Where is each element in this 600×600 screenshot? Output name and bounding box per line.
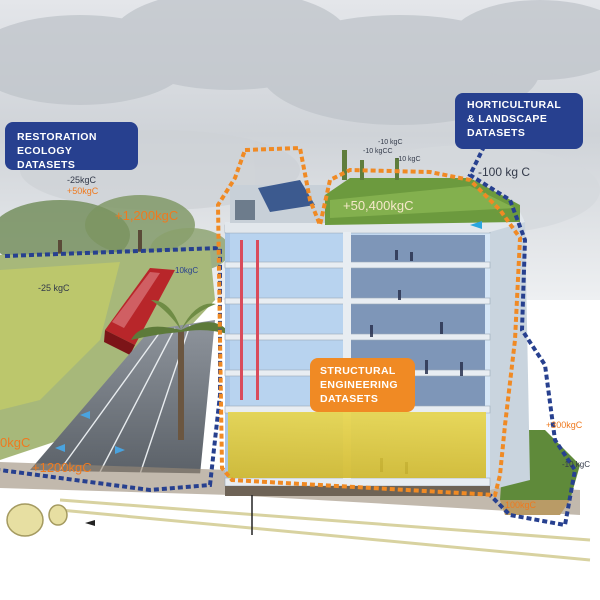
label-right-pos300: +300kgC [546, 420, 583, 430]
road [30, 320, 215, 475]
label-left-0kgc: 0kgC [0, 435, 31, 450]
restoration-ecology-callout: RESTORATION ECOLOGY DATASETS [5, 122, 138, 171]
restoration-callout-line2: ECOLOGY DATASETS [17, 145, 76, 171]
label-right-neg10: -10 kgC [562, 460, 591, 469]
horticultural-landscape-callout: HORTICULTURAL & LANDSCAPE DATASETS [455, 93, 583, 149]
label-roof-pos50400: +50,400kgC [343, 198, 414, 213]
horticultural-callout-line3: DATASETS [467, 127, 526, 139]
solar-panels [258, 180, 315, 212]
building-side-facade [485, 220, 530, 490]
building [224, 150, 530, 496]
label-roof-neg100: -100 kg C [478, 165, 531, 179]
roof-water-arrow [470, 221, 482, 229]
structural-zone-outline [215, 145, 523, 498]
label-roof-small-2: -10 kgCC [363, 148, 393, 155]
left-vegetation [0, 262, 120, 410]
label-left-neg25-mid: -25 kgC [38, 283, 70, 293]
horticultural-zone-outline [467, 109, 578, 528]
structural-callout-line2: ENGINEERING [320, 379, 398, 391]
mechanical-pipes [240, 240, 259, 400]
retail-ground-floor [228, 412, 486, 478]
road-flow-arrows [55, 411, 125, 454]
rooftop-cacti [342, 150, 399, 180]
restoration-zone-outline [0, 245, 222, 493]
label-left-pos1200-top: +1,200kgC [115, 208, 179, 223]
utility-pipes [59, 498, 591, 562]
label-left-neg25-top: -25kgC [67, 175, 97, 185]
label-left-10kgc: 10kgC [175, 266, 199, 275]
pipe-end-small [48, 504, 68, 526]
horticultural-callout-line2: & LANDSCAPE [467, 113, 548, 125]
label-left-pos1200-bottom: +1200kgC [32, 460, 92, 475]
restoration-callout-line1: RESTORATION [17, 131, 97, 143]
building-core [343, 225, 351, 480]
horticultural-callout-line1: HORTICULTURAL [467, 99, 562, 111]
label-roof-small-1: -10 kgC [378, 139, 403, 146]
dashed-outlines [0, 109, 578, 528]
structural-callout-line1: STRUCTURAL [320, 365, 396, 377]
pipe-end-large [6, 503, 44, 537]
right-planter-soil [500, 500, 570, 515]
train [104, 268, 175, 355]
label-right-bottom: 100kgC [505, 500, 537, 510]
label-left-pos50: +50kgC [67, 186, 99, 196]
structural-callout-line3: DATASETS [320, 393, 379, 405]
structural-engineering-callout: STRUCTURAL ENGINEERING DATASETS [310, 358, 415, 412]
pipe-flow-arrow [85, 520, 95, 526]
building-plinth [225, 486, 490, 496]
label-roof-small-3: -10 kgC [396, 156, 421, 163]
